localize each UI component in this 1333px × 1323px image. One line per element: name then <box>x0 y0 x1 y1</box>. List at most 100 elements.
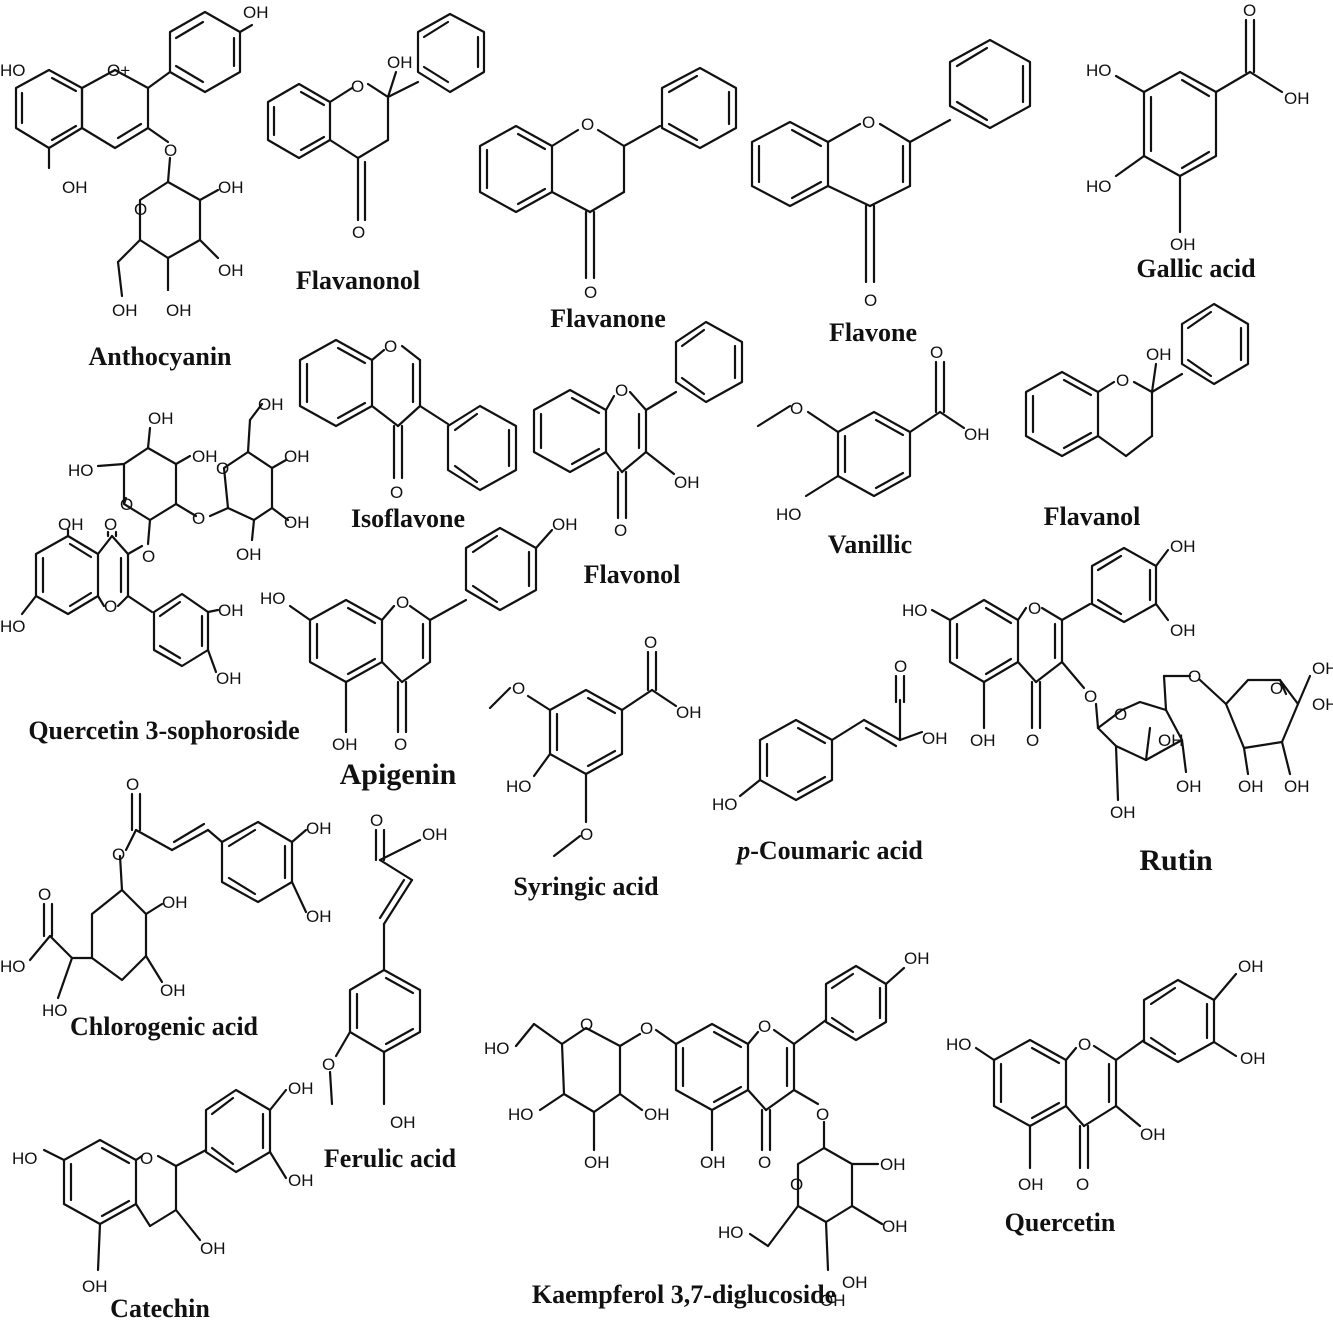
atom-label: HO <box>0 957 26 976</box>
atom-label: O <box>192 509 205 528</box>
coumaric-name: -Coumaric acid <box>750 836 923 865</box>
atom-label: OH <box>674 473 700 492</box>
atom-label: OH <box>970 731 996 750</box>
atom-label: O+ <box>107 61 130 80</box>
atom-label: O <box>1026 731 1039 750</box>
atom-label: OH <box>1312 695 1333 714</box>
atom-label: O <box>1028 599 1041 618</box>
atom-label: HO <box>1086 177 1112 196</box>
compound-name-vanillic: Vanillic <box>827 530 913 559</box>
atom-label: HO <box>508 1105 534 1124</box>
atom-label: O <box>512 679 525 698</box>
compound-name-flavanonol: Flavanonol <box>295 266 421 295</box>
atom-label: OH <box>880 1155 906 1174</box>
atom-label: O <box>580 825 593 844</box>
atom-label: O <box>1084 687 1097 706</box>
atom-label: HO <box>946 1035 972 1054</box>
atom-label: OH <box>284 513 310 532</box>
compound-name-p-coumaric-acid: p-Coumaric acid <box>737 838 923 864</box>
atom-label: OH <box>1284 777 1310 796</box>
atom-label: O <box>120 495 133 514</box>
atom-label: OH <box>820 1291 846 1310</box>
atom-label: O <box>134 200 147 219</box>
atom-label: HO <box>718 1223 744 1242</box>
atom-label: OH <box>218 261 244 280</box>
compound-name-apigenin: Apigenin <box>339 758 457 791</box>
atom-label: OH <box>148 409 174 428</box>
atom-label: O <box>1076 1175 1089 1194</box>
atom-label: O <box>126 775 139 794</box>
atom-label: O <box>1243 1 1256 20</box>
atom-label: OH <box>387 53 413 72</box>
atom-label: HO <box>506 777 532 796</box>
atom-label: O <box>1116 371 1129 390</box>
atom-label: OH <box>1240 1049 1266 1068</box>
atom-label: OH <box>166 301 192 320</box>
atom-label: OH <box>1170 537 1196 556</box>
compound-name-flavanol: Flavanol <box>1043 502 1141 531</box>
atom-label: HO <box>0 61 26 80</box>
atom-label: OH <box>218 178 244 197</box>
atom-label: HO <box>902 601 928 620</box>
compound-name-chlorogenic-acid: Chlorogenic acid <box>69 1012 259 1041</box>
compound-name-gallic-acid: Gallic acid <box>1136 254 1256 283</box>
compound-name-flavonol: Flavonol <box>583 560 681 589</box>
atom-label: O <box>1188 667 1201 686</box>
atom-label: O <box>216 459 229 478</box>
atom-label: OH <box>284 447 310 466</box>
p-prefix: p <box>737 836 751 865</box>
atom-label: O <box>581 115 594 134</box>
atom-label: OH <box>552 515 578 534</box>
atom-label: O <box>644 633 657 652</box>
atom-label: O <box>758 1017 771 1036</box>
atom-label: HO <box>260 589 286 608</box>
atom-label: OH <box>390 1113 416 1132</box>
atom-label: O <box>790 399 803 418</box>
atom-label: O <box>614 521 627 540</box>
atom-label: O <box>894 657 907 676</box>
compound-name-isoflavone: Isoflavone <box>350 504 466 533</box>
atom-label: O <box>1270 679 1283 698</box>
atom-label: OH <box>236 545 262 564</box>
atom-label: OH <box>904 949 930 968</box>
atom-label: O <box>390 483 403 502</box>
atom-label: OH <box>1284 89 1310 108</box>
atom-label: OH <box>200 1239 226 1258</box>
atom-label: O <box>351 77 364 96</box>
compound-name-quercetin: Quercetin <box>1004 1208 1116 1237</box>
atom-label: OH <box>1158 731 1184 750</box>
atom-label: HO <box>12 1149 38 1168</box>
atom-label: OH <box>1146 345 1172 364</box>
atom-label: OH <box>306 907 332 926</box>
atom-label: O <box>38 885 51 904</box>
atom-label: O <box>384 337 397 356</box>
atom-label: O <box>816 1105 829 1124</box>
atom-label: O <box>790 1175 803 1194</box>
atom-label: OH <box>288 1171 314 1190</box>
atom-label: OH <box>62 178 88 197</box>
compound-name-flavanone: Flavanone <box>550 304 666 333</box>
atom-label: O <box>104 597 117 616</box>
atom-label: OH <box>216 669 242 688</box>
compound-name-quercetin-3-sophoroside: Quercetin 3-sophoroside <box>28 716 300 745</box>
atom-label: OH <box>922 729 948 748</box>
atom-label: O <box>142 547 155 566</box>
atom-label: O <box>164 141 177 160</box>
atom-label: OH <box>1176 777 1202 796</box>
atom-label: OH <box>1238 777 1264 796</box>
atom-label: OH <box>584 1153 610 1172</box>
